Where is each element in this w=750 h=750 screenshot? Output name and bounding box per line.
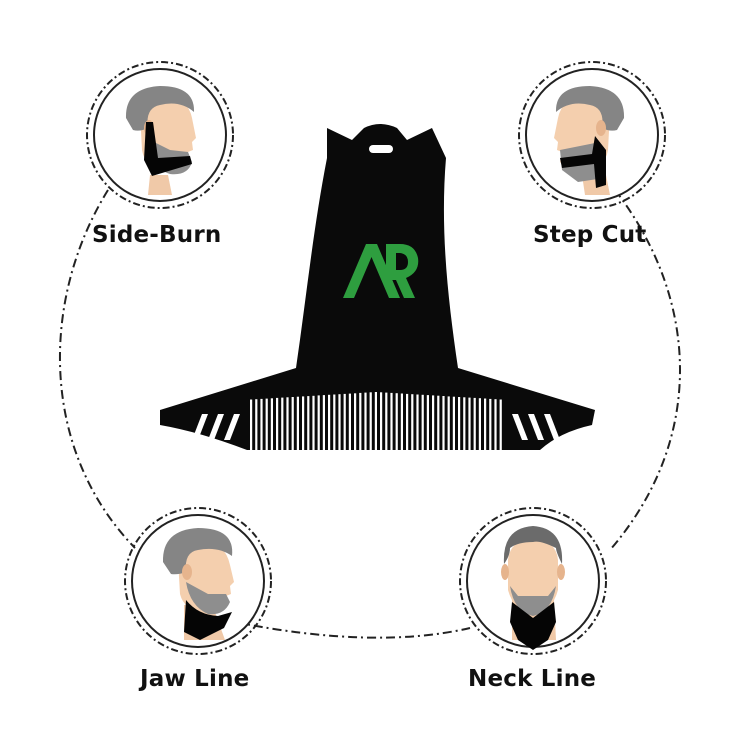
comb-tooth-gap <box>333 394 336 452</box>
comb-tooth-gap <box>260 398 263 452</box>
style-label-neck-line: Neck Line <box>468 666 597 692</box>
comb-tooth-gap <box>494 399 497 452</box>
comb-tooth-gap <box>447 396 450 452</box>
ar-logo <box>343 244 419 298</box>
comb-tooth-gap <box>468 397 471 452</box>
comb-tooth-gap <box>364 392 367 452</box>
comb-tooth-gap <box>489 398 492 452</box>
badge-outer-ring <box>518 61 666 209</box>
comb-tooth-gap <box>374 392 377 452</box>
jaw-line-badge <box>124 507 272 655</box>
comb-tooth-gap <box>478 398 481 452</box>
comb-tooth-gap <box>380 392 383 452</box>
right-vents <box>512 414 560 440</box>
comb-tooth-gap <box>421 394 424 452</box>
comb-tooth-gap <box>317 395 320 452</box>
style-label-step-cut: Step Cut <box>533 222 647 248</box>
badge-outer-ring <box>459 507 607 655</box>
comb-tooth-gap <box>395 393 398 452</box>
comb-tooth-gap <box>307 396 310 452</box>
template-body <box>160 124 595 450</box>
comb-tooth-gap <box>359 392 362 452</box>
comb-tooth-gap <box>406 393 409 452</box>
side-burn-badge <box>86 61 234 209</box>
comb-tooth-gap <box>296 396 299 452</box>
comb-teeth <box>250 392 502 452</box>
comb-tooth-gap <box>452 396 455 452</box>
comb-tooth-gap <box>463 397 466 452</box>
step-cut-badge <box>518 61 666 209</box>
comb-tooth-gap <box>484 398 487 452</box>
neck-line-badge <box>459 507 607 655</box>
jaw-line-beard-icon <box>162 528 234 640</box>
comb-tooth-gap <box>338 394 341 452</box>
comb-tooth-gap <box>426 395 429 452</box>
comb-tooth-gap <box>390 392 393 452</box>
comb-tooth-gap <box>312 395 315 452</box>
badge-outer-ring <box>86 61 234 209</box>
comb-tooth-gap <box>348 393 351 452</box>
comb-tooth-gap <box>302 396 305 452</box>
comb-tooth-gap <box>499 399 502 452</box>
comb-tooth-gap <box>343 393 346 452</box>
comb-tooth-gap <box>255 399 258 452</box>
comb-tooth-gap <box>265 398 268 452</box>
comb-tooth-gap <box>291 397 294 452</box>
comb-tooth-gap <box>322 395 325 452</box>
comb-tooth-gap <box>328 394 331 452</box>
neck-line-beard-icon <box>501 526 565 650</box>
comb-tooth-gap <box>400 393 403 452</box>
comb-tooth-gap <box>458 397 461 452</box>
comb-tooth-gap <box>416 394 419 452</box>
comb-tooth-gap <box>276 397 279 452</box>
comb-tooth-gap <box>473 397 476 452</box>
comb-tooth-gap <box>270 398 273 452</box>
comb-tooth-gap <box>385 392 388 452</box>
comb-tooth-gap <box>411 394 414 452</box>
beard-shaping-template: AR <box>160 124 595 452</box>
comb-tooth-gap <box>286 397 289 452</box>
comb-tooth-gap <box>442 396 445 452</box>
badge-outer-ring <box>124 507 272 655</box>
comb-tooth-gap <box>354 393 357 452</box>
comb-tooth-gap <box>369 392 372 452</box>
left-vents <box>192 414 240 440</box>
style-label-jaw-line: Jaw Line <box>140 666 250 692</box>
step-cut-beard-icon <box>554 86 625 195</box>
hang-slot <box>369 145 393 153</box>
comb-tooth-gap <box>250 399 253 452</box>
comb-tooth-gap <box>437 395 440 452</box>
style-label-side-burn: Side-Burn <box>92 222 222 248</box>
dashed-connector-loop <box>59 189 681 639</box>
comb-tooth-gap <box>281 397 284 452</box>
side-burn-beard-icon <box>125 86 196 195</box>
comb-tooth-gap <box>432 395 435 452</box>
